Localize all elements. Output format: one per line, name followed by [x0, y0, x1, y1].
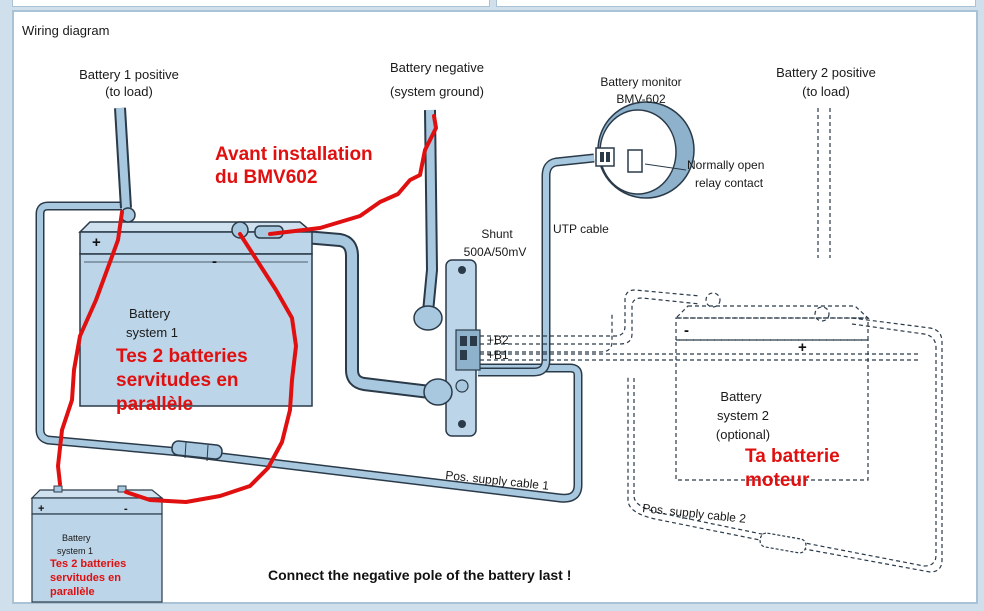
battery-negative-label: Battery negative: [390, 60, 484, 75]
diagram-title: Wiring diagram: [22, 23, 109, 38]
annotation-parallele: parallèle: [116, 394, 193, 415]
battery-negative-sublabel: (system ground): [390, 84, 484, 99]
annotation-du-bmv602: du BMV602: [215, 167, 317, 188]
battery1-sublabel: system 1: [126, 325, 178, 340]
battery-system-2: [674, 292, 870, 481]
dashed-b2-cable: [480, 289, 701, 337]
annotation-moteur: moteur: [745, 470, 810, 491]
small-battery: [30, 485, 164, 603]
annotation-tes-2-batteries: Tes 2 batteries: [116, 346, 248, 367]
small-battery-label: Battery: [62, 533, 91, 543]
top-strip: [0, 0, 984, 8]
footer-warning: Connect the negative pole of the battery…: [268, 567, 571, 583]
battery1-positive-sublabel: (to load): [105, 84, 153, 99]
battery-system-1: [78, 207, 315, 407]
small-battery-minus-sign: -: [124, 503, 128, 515]
battery1-positive-label: Battery 1 positive: [79, 67, 179, 82]
battery2-sublabel: system 2: [717, 408, 769, 423]
fuse-2: [759, 532, 807, 554]
shunt: [413, 259, 481, 437]
dashed-pos-supply-2: [627, 317, 943, 573]
top-tab-right: [496, 0, 976, 7]
annotation-servitudes-en: servitudes en: [116, 370, 239, 391]
battery2-minus-sign: -: [684, 322, 689, 339]
battery1-plus-sign: +: [92, 234, 101, 251]
utp-cable-label: UTP cable: [553, 222, 609, 236]
red-wire-negative-parallel: [124, 232, 298, 504]
b1-label: +B1: [487, 348, 509, 362]
annotation-avant-installation: Avant installation: [215, 144, 373, 165]
red-wire-ground: [268, 114, 438, 236]
battery1-minus-sign: -: [212, 253, 217, 270]
battery2-plus-sign: +: [798, 339, 807, 356]
battery2-optional: (optional): [716, 427, 770, 442]
small-annotation-parallele: parallèle: [50, 586, 95, 598]
battery-monitor-label: Battery monitor: [600, 75, 681, 89]
battery2-positive-sublabel: (to load): [802, 84, 850, 99]
battery-monitor-device: [595, 101, 695, 199]
battery-monitor-model: BMV-602: [616, 92, 666, 106]
shunt-rating: 500A/50mV: [464, 245, 527, 259]
battery2-label: Battery: [720, 389, 762, 404]
b2-label: +B2: [487, 333, 509, 347]
small-battery-sublabel: system 1: [57, 546, 93, 556]
pos-supply-cable-2-label: Pos. supply cable 2: [642, 501, 747, 526]
top-tab-left: [12, 0, 490, 7]
battery1-label: Battery: [129, 306, 171, 321]
shunt-label: Shunt: [481, 227, 513, 241]
relay-contact-sublabel: relay contact: [695, 176, 764, 190]
small-annotation-tes-2-batteries: Tes 2 batteries: [50, 558, 126, 570]
annotation-ta-batterie: Ta batterie: [745, 446, 840, 467]
fuse: [171, 440, 223, 462]
small-battery-plus-sign: +: [38, 503, 44, 515]
battery2-positive-label: Battery 2 positive: [776, 65, 876, 80]
small-annotation-servitudes-en: servitudes en: [50, 572, 121, 584]
dashed-neg2-cable: [480, 312, 613, 353]
red-wire-positive-parallel: [56, 210, 124, 486]
relay-contact-label: Normally open: [687, 158, 764, 172]
